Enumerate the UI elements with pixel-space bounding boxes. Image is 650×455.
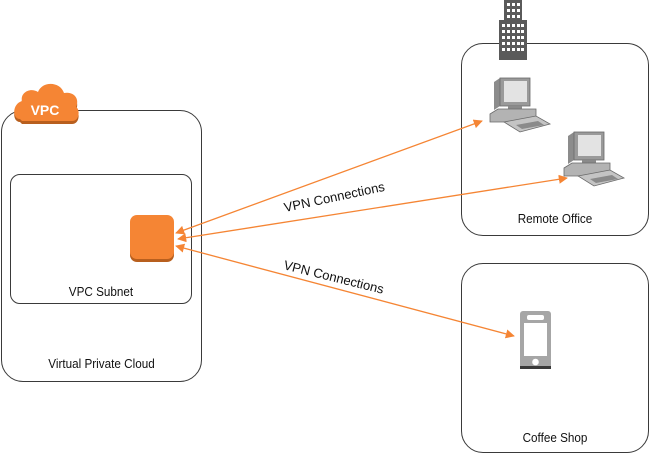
- office-building-icon: [499, 0, 527, 60]
- desktop-computer-icon: [489, 77, 552, 133]
- desktop-computer-icon: [563, 131, 626, 187]
- vpn-connection-label-1: VPN Connections: [283, 179, 387, 215]
- vpn-connection-line-3: [175, 243, 515, 339]
- mobile-phone-icon: [520, 311, 551, 369]
- vpn-gateway-icon: [130, 215, 174, 262]
- vpn-connection-line-2: [177, 174, 568, 243]
- vpc-label: Virtual Private Cloud: [48, 356, 155, 371]
- vpc-subnet-label: VPC Subnet: [68, 284, 134, 299]
- vpn-connection-line-1: [175, 119, 483, 235]
- vpn-connection-label-3: VPN Connections: [282, 257, 386, 296]
- coffee-shop-label: Coffee Shop: [522, 430, 588, 445]
